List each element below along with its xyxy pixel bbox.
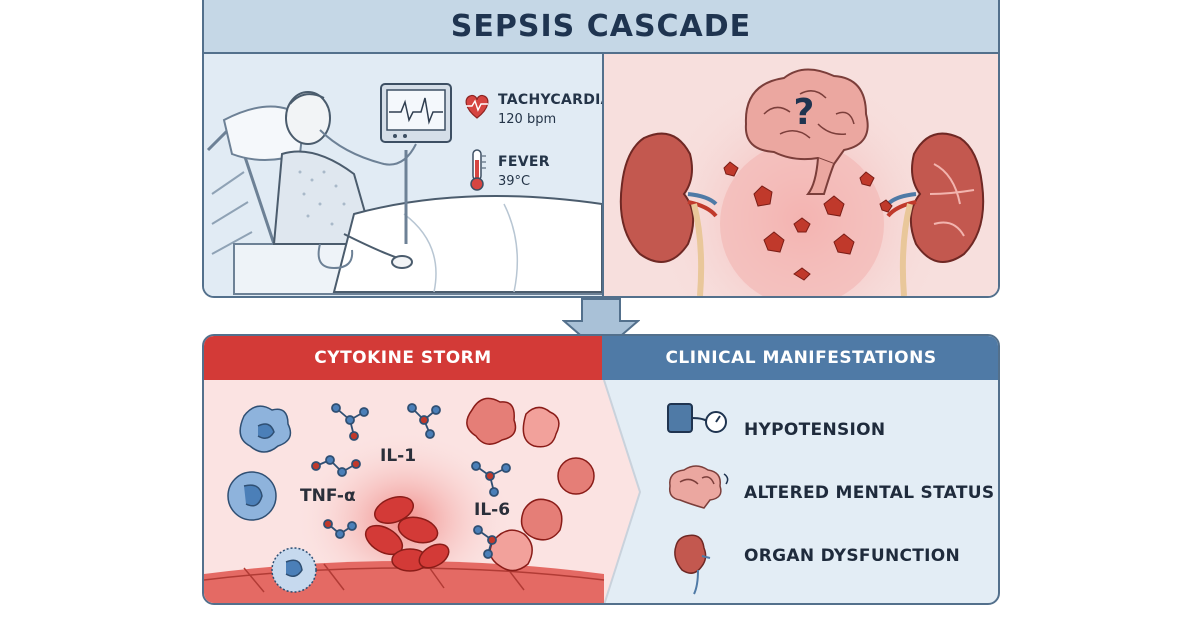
tachycardia-label: TACHYCARDIA <box>498 92 612 108</box>
fever-value: 39°C <box>498 174 531 189</box>
cytokine-label-il6: IL-6 <box>474 500 511 520</box>
heart-icon <box>465 94 489 119</box>
monitor-icon <box>380 83 452 143</box>
blood-pressure-cuff-icon <box>667 403 727 433</box>
cytokine-label-il1: IL-1 <box>380 446 417 466</box>
brain-icon: ? <box>744 68 869 195</box>
bottom-panel: CYTOKINE STORM CLINICAL MANIFESTATIONS <box>202 334 1000 605</box>
kidney-icon <box>886 132 985 296</box>
svg-text:?: ? <box>794 92 815 133</box>
organ-scene: ? <box>604 54 998 296</box>
tachycardia-value: 120 bpm <box>498 112 557 127</box>
cytokine-storm-title: CYTOKINE STORM <box>314 348 492 368</box>
kidney-icon <box>619 132 718 296</box>
patient-scene: TACHYCARDIA 120 bpm FEVER 39°C <box>204 54 611 296</box>
manifestation-organ-dysfunction: ORGAN DYSFUNCTION <box>744 546 961 566</box>
top-panel: TACHYCARDIA 120 bpm FEVER 39°C <box>202 54 1000 298</box>
brain-icon <box>668 465 729 509</box>
manifestation-altered-mental-status: ALTERED MENTAL STATUS <box>744 483 995 503</box>
immune-cell <box>271 547 317 593</box>
cytokine-storm-header: CYTOKINE STORM <box>204 336 602 380</box>
thermometer-icon <box>470 149 486 191</box>
patient-illustration <box>206 91 603 295</box>
panel-divider <box>602 54 604 296</box>
cytokine-storm-illustration <box>204 380 729 603</box>
fever-label: FEVER <box>498 154 550 170</box>
cytokine-label-tnf: TNF-α <box>300 486 356 506</box>
clinical-manifestations-header: CLINICAL MANIFESTATIONS <box>602 336 998 380</box>
clinical-manifestations-title: CLINICAL MANIFESTATIONS <box>665 348 937 368</box>
immune-cell <box>239 405 292 453</box>
title-bar: SEPSIS CASCADE <box>202 0 1000 54</box>
immune-cell <box>227 471 277 521</box>
kidney-icon <box>674 534 711 595</box>
organ-illustration: ? <box>619 54 985 296</box>
manifestation-hypotension: HYPOTENSION <box>744 420 886 440</box>
page-title: SEPSIS CASCADE <box>450 8 752 44</box>
